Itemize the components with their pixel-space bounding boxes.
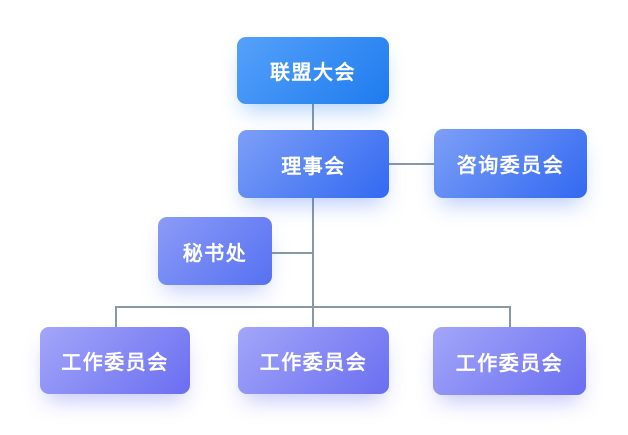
org-node-secretariat-label: 秘书处 (182, 242, 248, 265)
org-node-assembly-label: 联盟大会 (270, 62, 356, 84)
connector-secretariat-branch (272, 252, 313, 254)
connector-drop-working1 (115, 306, 117, 327)
org-node-advisory: 咨询委员会 (434, 129, 587, 198)
org-node-assembly: 联盟大会 (237, 37, 389, 104)
connector-assembly-council (312, 104, 314, 130)
connector-council-trunk (312, 198, 314, 327)
org-node-council: 理事会 (238, 130, 389, 198)
connector-drop-working3 (509, 306, 511, 327)
connector-council-advisory (389, 163, 434, 165)
org-node-working-committee-2-label: 工作委员会 (259, 352, 368, 374)
org-node-advisory-label: 咨询委员会 (456, 155, 565, 177)
connector-distribution-line (115, 306, 510, 308)
org-node-working-committee-1: 工作委员会 (40, 327, 190, 394)
org-node-working-committee-2: 工作委员会 (238, 327, 389, 394)
org-node-working-committee-3: 工作委员会 (433, 327, 586, 395)
org-node-working-committee-1-label: 工作委员会 (61, 352, 169, 374)
org-node-council-label: 理事会 (281, 155, 346, 178)
org-node-working-committee-3-label: 工作委员会 (455, 352, 564, 375)
org-node-secretariat: 秘书处 (158, 217, 272, 285)
